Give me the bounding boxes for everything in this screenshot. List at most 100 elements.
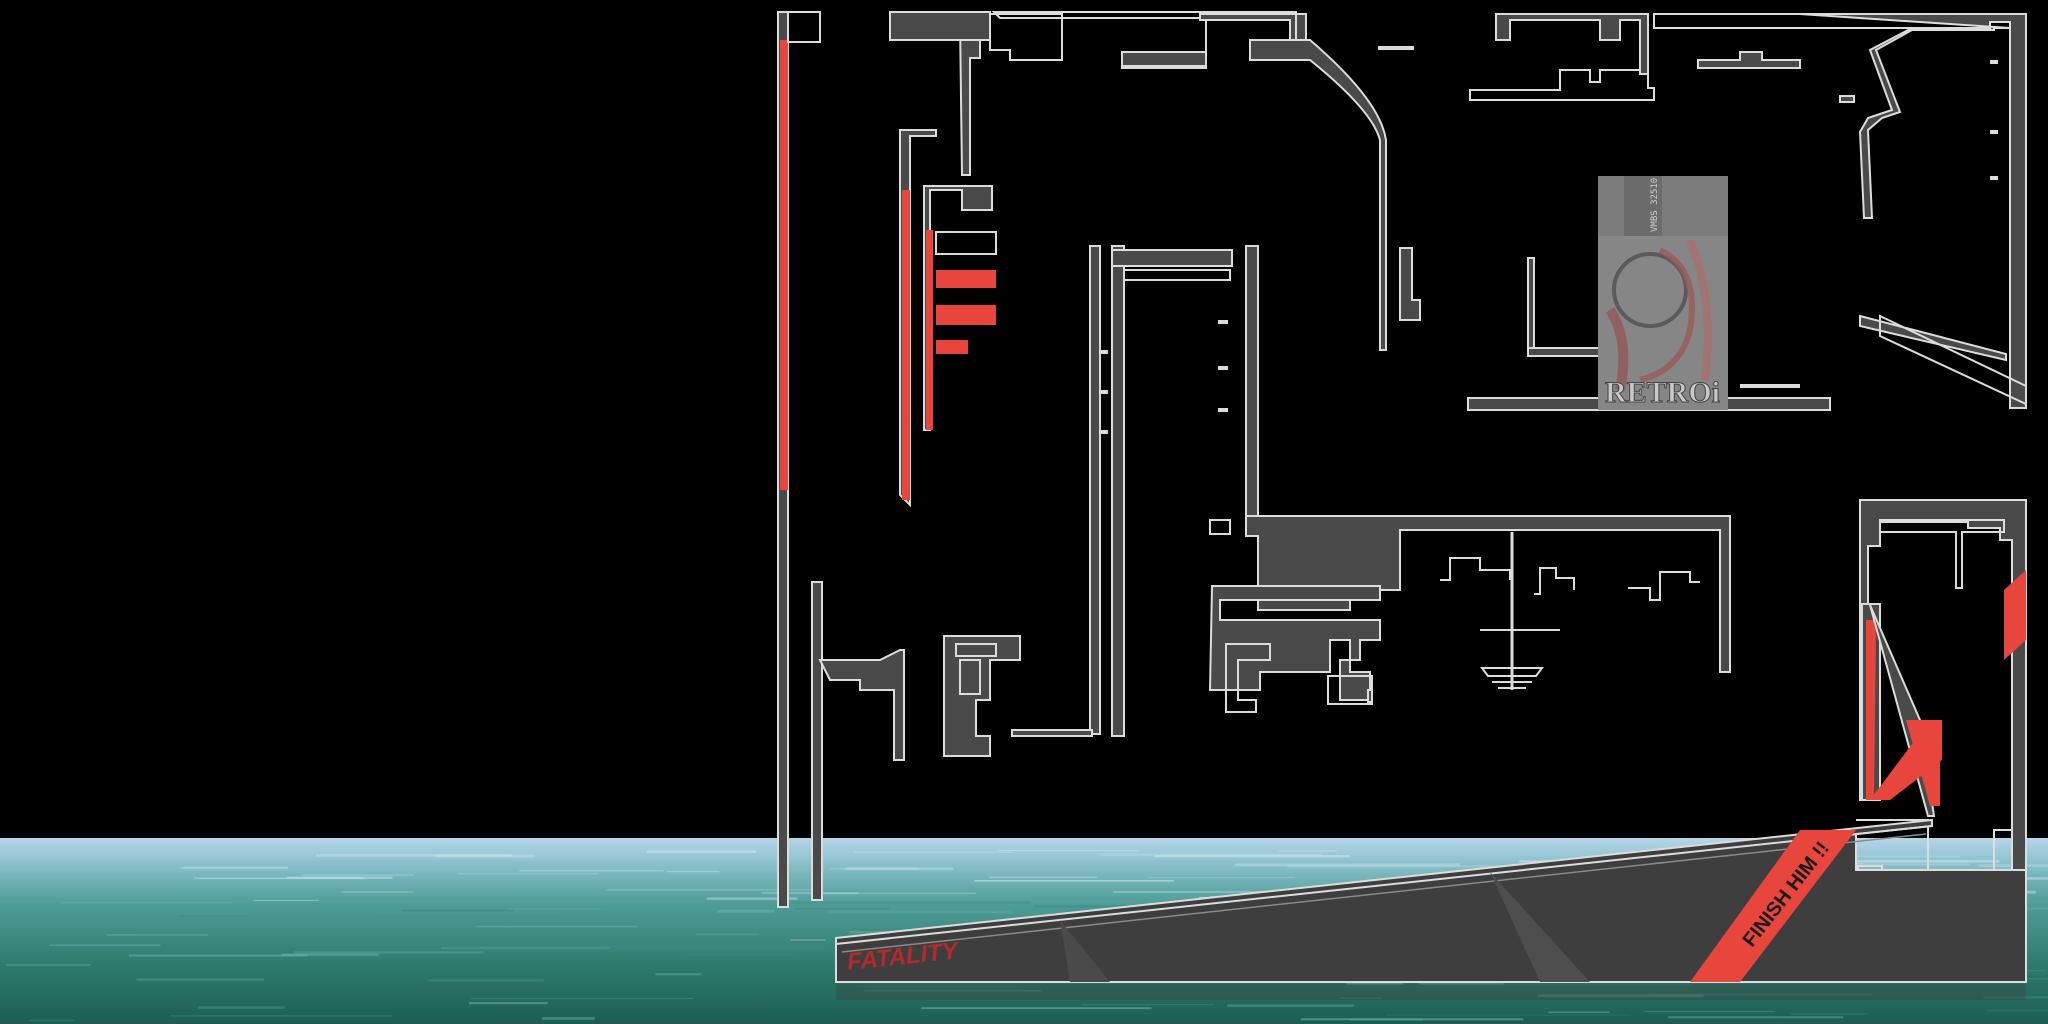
wave-streak: [864, 989, 1042, 992]
wave-streak: [604, 945, 824, 948]
wave-streak: [706, 897, 798, 900]
wave-streak: [1983, 995, 2048, 999]
wave-streak: [1234, 863, 1460, 867]
wave-streak: [1300, 1018, 1524, 1021]
wave-streak: [376, 916, 562, 918]
wave-streak: [468, 1001, 548, 1005]
wave-streak: [646, 850, 756, 853]
wave-streak: [1154, 854, 1350, 858]
wave-streak: [849, 931, 892, 934]
wave-streak: [761, 891, 859, 895]
wave-streak: [1548, 1011, 1610, 1014]
wave-streak: [791, 901, 1031, 904]
wave-streak: [458, 873, 598, 875]
wave-streak: [197, 1006, 285, 1009]
retro-poster: RETROi VMBS 32510: [1598, 176, 1728, 410]
wave-streak: [128, 954, 308, 957]
wave-streak: [853, 851, 1013, 853]
wave-streak: [794, 907, 890, 910]
ramp-structure: FATALITY FINISH HIM !!: [835, 818, 2027, 983]
wave-streak: [1340, 997, 1382, 999]
wave-streak: [169, 1015, 392, 1017]
wave-streak: [1419, 982, 1504, 986]
wave-streak: [253, 899, 320, 902]
wave-streak: [1460, 984, 1693, 986]
wave-streak: [1655, 993, 1872, 996]
wave-streak: [441, 946, 611, 950]
wave-streak: [921, 1007, 1152, 1010]
wave-streak: [696, 933, 760, 936]
wave-streak: [1386, 1014, 1631, 1016]
wave-streak: [606, 889, 821, 891]
wave-streak: [60, 901, 233, 904]
wave-streak: [823, 892, 976, 895]
wave-streak: [106, 933, 209, 936]
wave-streak: [683, 953, 798, 956]
wave-streak: [5, 963, 91, 966]
wave-streak: [1277, 850, 1337, 852]
wave-streak: [49, 944, 161, 946]
wave-streak: [716, 909, 775, 913]
wave-streak: [655, 973, 702, 976]
horizontal-corridor: [1208, 515, 1731, 713]
wave-streak: [997, 850, 1139, 852]
red-stair-structure: [889, 11, 1063, 508]
wave-streak: [178, 915, 250, 918]
central-column: [1011, 245, 1259, 737]
wave-streak: [287, 876, 393, 879]
top-center-blocks: [991, 11, 1421, 351]
wave-streak: [316, 854, 512, 857]
wave-streak: [1227, 1004, 1355, 1007]
wave-streak: [1099, 853, 1323, 857]
wave-streak: [1147, 876, 1295, 879]
wave-streak: [1081, 1004, 1215, 1006]
wave-streak: [507, 908, 602, 910]
left-pillar: [777, 11, 823, 908]
wave-streak: [1668, 1016, 1844, 1019]
wave-streak: [136, 932, 204, 935]
wave-streak: [542, 1017, 595, 1020]
wave-streak: [857, 985, 1023, 988]
wave-streak: [1810, 860, 2000, 863]
wave-streak: [281, 953, 379, 956]
wave-streak: [1538, 994, 1704, 998]
wave-streak: [483, 930, 657, 932]
ramp-reflection: [836, 984, 2026, 1000]
top-right-room: [1697, 13, 2027, 409]
misc-dashes: [790, 47, 1414, 941]
vertical-code-label: VMBS 32510: [1650, 178, 1660, 232]
wave-streak: [1287, 865, 1510, 868]
wave-streak: [136, 978, 265, 981]
wave-streak: [844, 867, 954, 870]
wave-streak: [1346, 982, 1404, 985]
wave-streak: [401, 909, 515, 912]
stepped-vents: [1440, 532, 1700, 690]
wave-streak: [488, 938, 530, 942]
wave-streak: [470, 997, 694, 1000]
wave-streak: [1799, 863, 1970, 866]
wave-streak: [29, 1019, 75, 1022]
wave-streak: [427, 979, 544, 982]
wave-streak: [435, 854, 536, 858]
wave-streak: [194, 877, 364, 880]
wave-streak: [826, 910, 1012, 914]
wave-streak: [180, 866, 288, 869]
logo-room: [1467, 13, 2027, 411]
wave-streak: [519, 870, 664, 872]
wave-streak: [1113, 890, 1302, 893]
wave-streak: [666, 870, 720, 873]
wave-streak: [988, 876, 1097, 879]
right-tower: [1855, 499, 2027, 901]
wave-streak: [1643, 1010, 1775, 1012]
retro-logo: RETROi: [1605, 376, 1720, 409]
wave-streak: [293, 951, 484, 954]
wave-streak: [476, 925, 637, 928]
wave-streak: [974, 880, 1174, 882]
wave-streak: [644, 939, 690, 943]
wave-streak: [1349, 1018, 1424, 1021]
wave-streak: [1790, 1013, 1868, 1015]
wave-streak: [340, 891, 414, 893]
lower-left-ledges: [818, 635, 1021, 761]
